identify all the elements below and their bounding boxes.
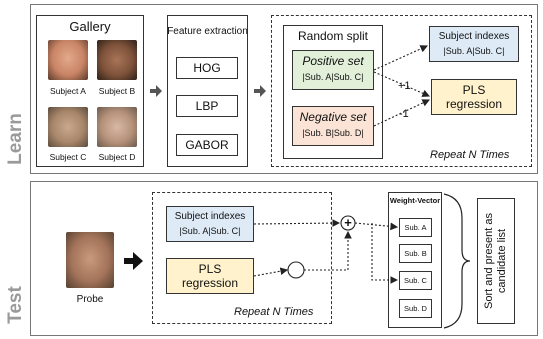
negative-set-title: Negative set bbox=[299, 110, 367, 124]
subject-d-caption: Subject D bbox=[98, 152, 136, 162]
test-subject-indexes-value: |Sub. A|Sub. C| bbox=[179, 226, 241, 236]
lbp-feature-box: LBP bbox=[176, 95, 238, 117]
subject-a-face-image bbox=[48, 40, 88, 80]
positive-to-pls-edge bbox=[373, 71, 431, 97]
weight-vector-item-sub-d: Sub. D bbox=[399, 299, 432, 318]
gallery-title: Gallery bbox=[69, 18, 111, 34]
negative-set-box bbox=[292, 106, 374, 146]
subject-a-caption: Subject A bbox=[50, 86, 86, 96]
probe-arrow bbox=[124, 252, 143, 270]
learn-subject-indexes-title: Subject indexes bbox=[438, 30, 510, 42]
test-repeat-label: Repeat N Times bbox=[234, 306, 314, 318]
r-node-circle bbox=[287, 261, 305, 279]
learn-pls-regression-box: PLS regression bbox=[431, 79, 517, 115]
test-subject-indexes-box bbox=[166, 206, 254, 242]
probe-face-image bbox=[66, 232, 114, 288]
features-to-split-arrow bbox=[254, 85, 266, 97]
plus-node-circle bbox=[340, 215, 356, 231]
feature-extraction-title: Feature extraction bbox=[167, 26, 248, 37]
plus-to-sub-a-edge bbox=[354, 222, 399, 231]
positive-set-title: Positive set bbox=[302, 54, 364, 68]
learn-subject-indexes-value: |Sub. A|Sub. C| bbox=[443, 46, 505, 56]
subject-b-caption: Subject B bbox=[98, 86, 136, 96]
negative-weight-label: -1 bbox=[399, 108, 409, 120]
weight-vector-title: Weight-Vector bbox=[389, 195, 441, 205]
weight-vector-brace bbox=[443, 193, 471, 329]
gabor-feature-box: GABOR bbox=[176, 134, 238, 156]
test-panel bbox=[30, 181, 538, 336]
hog-feature-box: HOG bbox=[176, 57, 238, 79]
plus-node-label: + bbox=[344, 215, 352, 230]
positive-set-members: |Sub. A|Sub. C| bbox=[302, 72, 364, 82]
random-split-loop-region bbox=[271, 15, 532, 167]
probe-label: Probe bbox=[76, 293, 104, 305]
pls-to-r-edge bbox=[253, 267, 289, 277]
negative-to-pls-edge bbox=[373, 99, 430, 127]
weight-vector-item-sub-b: Sub. B bbox=[399, 244, 432, 263]
positive-set-box bbox=[292, 50, 374, 90]
learn-subject-indexes-box bbox=[429, 26, 519, 62]
test-pls-regression-box: PLS regression bbox=[166, 258, 254, 294]
positive-to-subject-indexes-edge bbox=[373, 45, 429, 71]
weight-vector-item-sub-c: Sub. C bbox=[399, 271, 432, 290]
subject-c-caption: Subject C bbox=[49, 152, 87, 162]
r-to-plus-edge bbox=[304, 230, 352, 271]
test-loop-region bbox=[152, 192, 332, 324]
random-split-title: Random split bbox=[297, 29, 369, 43]
negative-set-members: |Sub. B|Sub. D| bbox=[302, 128, 364, 138]
test-subject-indexes-title: Subject indexes bbox=[174, 210, 246, 222]
gallery-to-features-arrow bbox=[150, 85, 162, 97]
weight-vector-item-sub-a: Sub. A bbox=[399, 218, 432, 237]
subject-d-face-image bbox=[97, 107, 137, 147]
sort-candidate-box bbox=[477, 198, 515, 324]
learn-repeat-label: Repeat N Times bbox=[430, 149, 510, 161]
subject-c-face-image bbox=[48, 107, 88, 147]
positive-weight-label: +1 bbox=[398, 80, 411, 92]
plus-to-sub-c-edge bbox=[371, 223, 399, 284]
subject-indexes-to-plus-edge bbox=[253, 219, 341, 227]
subject-b-face-image bbox=[97, 40, 137, 80]
